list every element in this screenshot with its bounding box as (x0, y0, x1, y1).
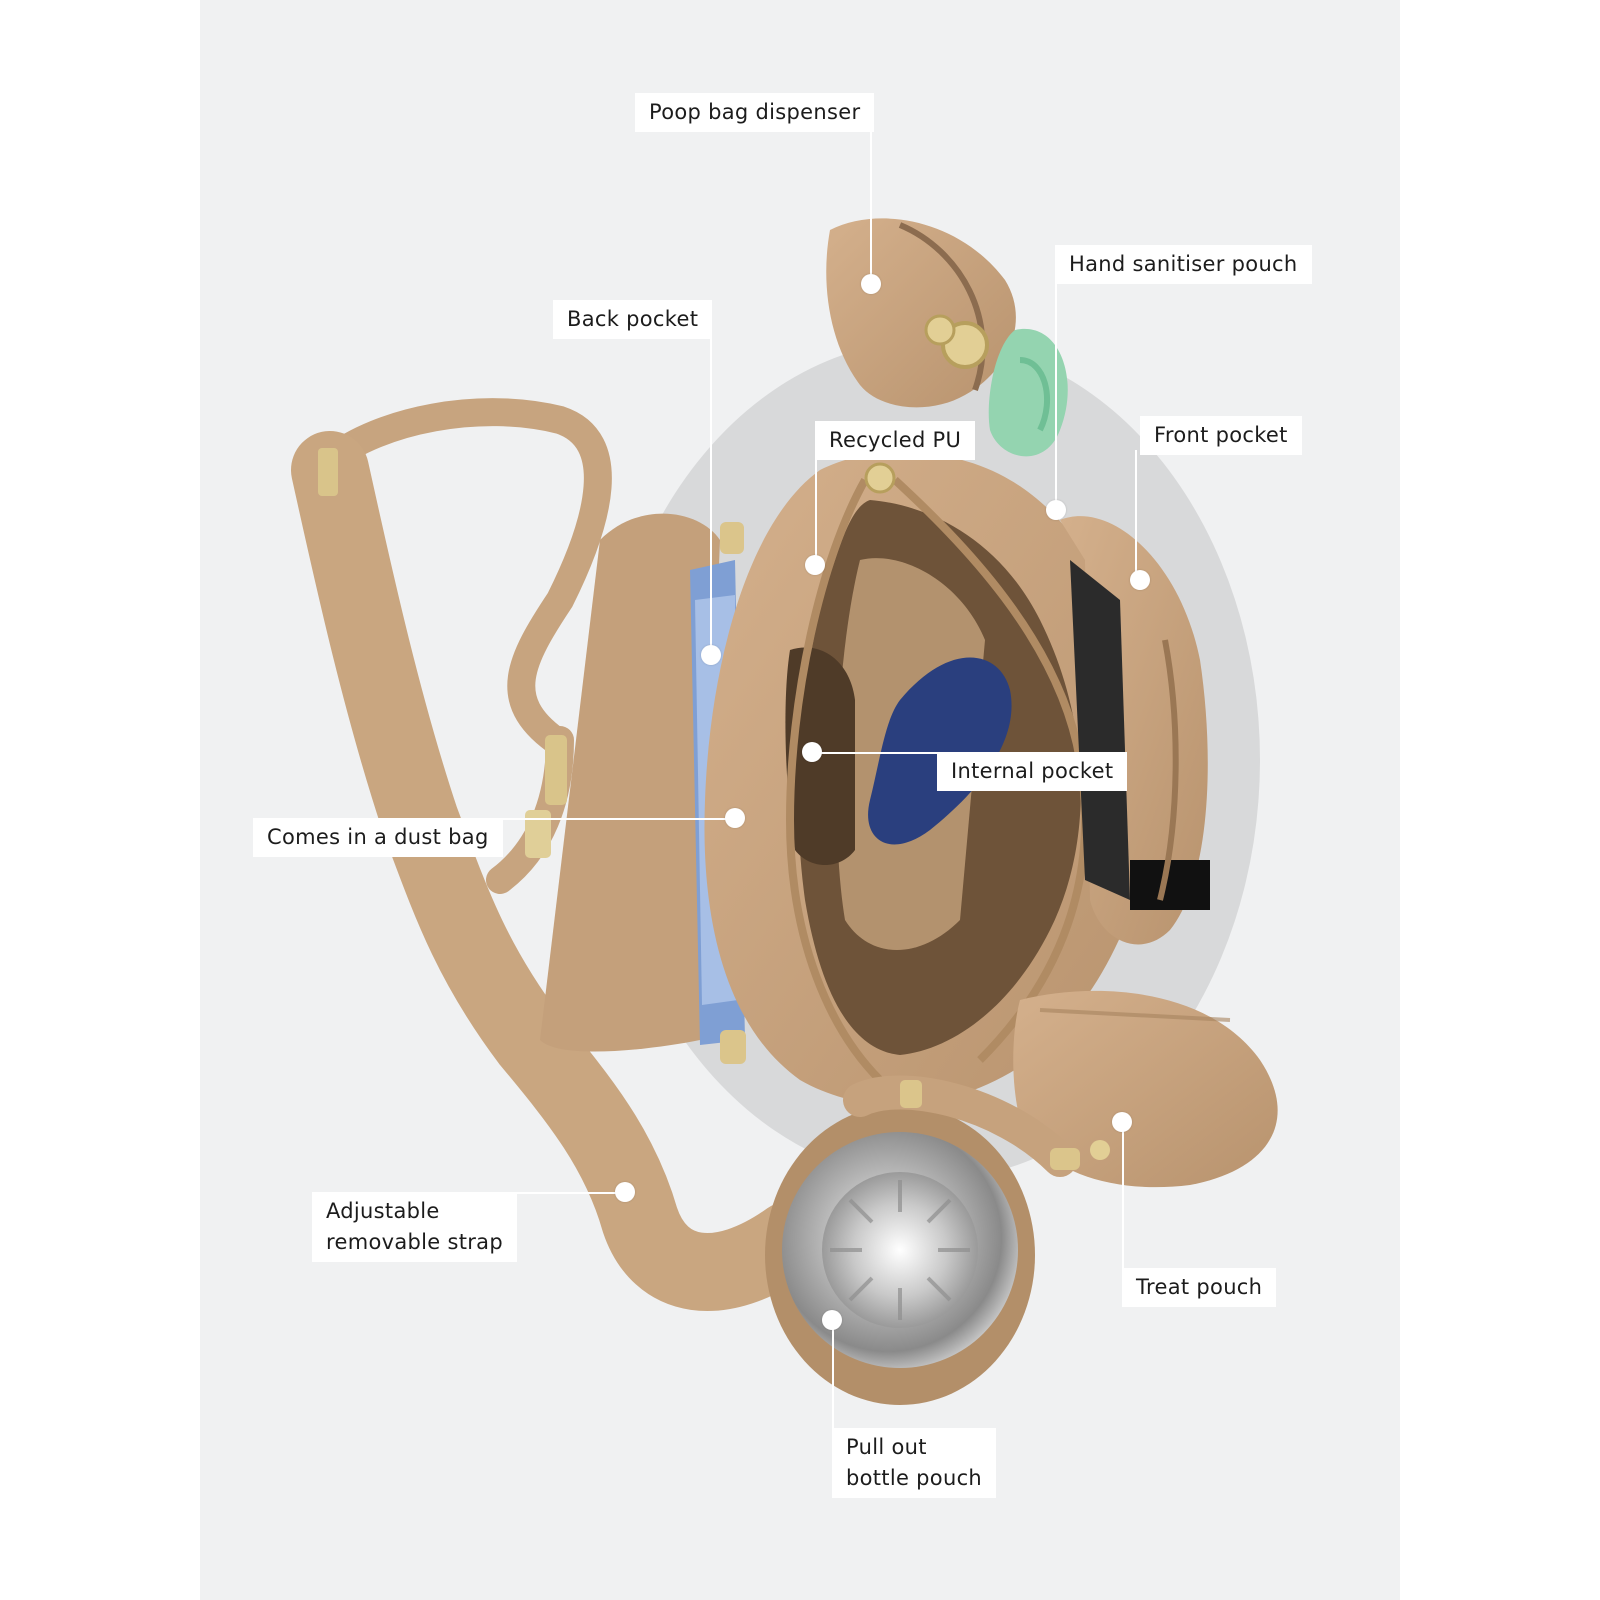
treat-pouch (1013, 990, 1278, 1188)
callout-dot (1130, 570, 1150, 590)
callout-dot (1046, 500, 1066, 520)
label-hand-sanitiser-pouch: Hand sanitiser pouch (1055, 245, 1312, 284)
leader-line (1122, 1122, 1124, 1277)
callout-dot (701, 645, 721, 665)
label-internal-pocket: Internal pocket (937, 752, 1128, 791)
callout-dot (861, 274, 881, 294)
label-adjustable-removable-strap: Adjustable removable strap (312, 1192, 517, 1262)
leader-line (870, 126, 872, 284)
label-line: removable strap (326, 1230, 503, 1254)
label-poop-bag-dispenser: Poop bag dispenser (635, 93, 875, 132)
callout-dot (725, 808, 745, 828)
leader-line (490, 818, 732, 820)
leader-line (812, 752, 937, 754)
leader-line (1135, 450, 1137, 580)
label-dust-bag: Comes in a dust bag (253, 818, 503, 857)
callout-dot (1112, 1112, 1132, 1132)
label-back-pocket: Back pocket (553, 300, 713, 339)
front-pocket (1060, 516, 1210, 945)
strap (291, 398, 829, 1311)
label-line: bottle pouch (846, 1466, 983, 1490)
label-recycled-pu: Recycled PU (815, 421, 976, 460)
leader-line (832, 1320, 834, 1435)
label-line: Adjustable (326, 1199, 440, 1223)
label-line: Pull out (846, 1435, 927, 1459)
leader-line (1055, 280, 1057, 510)
leader-line (710, 335, 712, 655)
leader-line (505, 1192, 625, 1194)
label-pull-out-bottle-pouch: Pull out bottle pouch (832, 1428, 997, 1498)
poop-bag-dispenser (826, 218, 1068, 457)
callout-dot (822, 1310, 842, 1330)
label-front-pocket: Front pocket (1140, 416, 1302, 455)
leader-line (815, 450, 817, 560)
callout-dot (615, 1182, 635, 1202)
callout-dot (802, 742, 822, 762)
label-treat-pouch: Treat pouch (1122, 1268, 1277, 1307)
hardware-clasps (720, 522, 1080, 1170)
callout-dot (805, 555, 825, 575)
